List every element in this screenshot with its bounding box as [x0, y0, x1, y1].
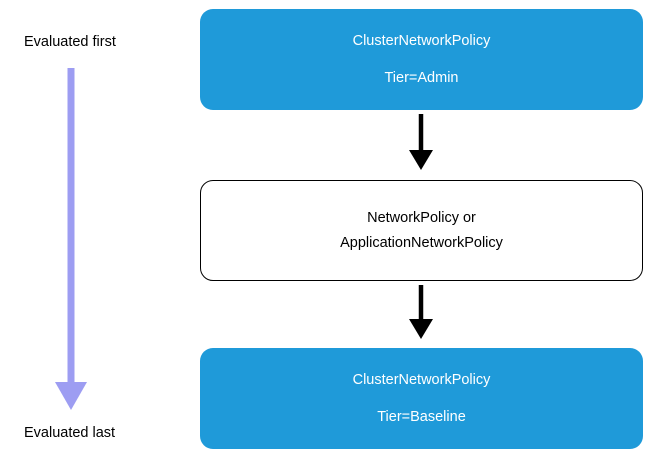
node-subtitle: Tier=Baseline	[377, 408, 466, 425]
connector-arrow-admin-to-middle-icon	[409, 114, 433, 170]
evaluated-first-label: Evaluated first	[24, 34, 116, 50]
node-title: ClusterNetworkPolicy	[352, 371, 491, 388]
connector-arrow-middle-to-baseline-icon	[409, 285, 433, 339]
node-cluster-network-policy-baseline[interactable]: ClusterNetworkPolicy Tier=Baseline	[200, 348, 643, 449]
node-title: ClusterNetworkPolicy	[352, 32, 491, 49]
evaluation-order-arrow-icon	[55, 68, 87, 410]
node-subtitle: Tier=Admin	[384, 69, 459, 86]
evaluated-last-label: Evaluated last	[24, 425, 116, 441]
node-title: NetworkPolicy or	[367, 209, 476, 226]
node-subtitle: ApplicationNetworkPolicy	[340, 234, 503, 251]
node-cluster-network-policy-admin[interactable]: ClusterNetworkPolicy Tier=Admin	[200, 9, 643, 110]
node-network-policy-or-application-network-policy[interactable]: NetworkPolicy or ApplicationNetworkPolic…	[200, 180, 643, 281]
